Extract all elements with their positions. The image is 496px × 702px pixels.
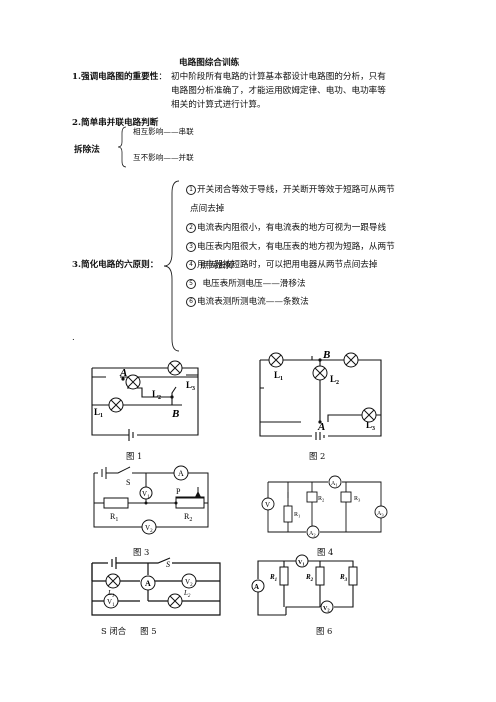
figure-1-circuit: A B L1 L2 L3 [91,360,199,441]
figure-3-caption: 图 3 [133,547,150,557]
section-2-brace [117,126,127,168]
resistor-r3-label: R3 [354,496,361,503]
stray-dot: . [72,333,75,343]
figure-2-circuit: B A L1 L2 L3 [259,349,382,440]
resistor-r2-label: R2 [305,573,314,583]
figure-1-caption: 图 1 [126,451,143,461]
node-b-label: B [171,408,179,420]
resistor-r1-label: R1 [110,512,118,523]
voltmeter-v2-label: V2 [145,524,153,534]
ammeter-label: A [178,469,184,478]
slider-p-label: P [176,487,181,496]
voltmeter-v1-label: V1 [298,560,305,567]
ammeter-label: A [254,583,259,591]
ammeter-a1-label: A1 [331,481,338,488]
node-a-label: A [317,421,325,433]
ammeter-a3-label: A3 [377,511,384,518]
section-2-heading: 2.简单串并联电路判断 [72,118,159,128]
lamp-l1-label: L1 [274,370,283,382]
lamp-l1-label: L1 [107,589,114,599]
removal-method-label: 拆除法 [74,145,100,155]
switch-s-label: S [126,478,130,487]
figure-6-circuit: A V1 V2 R1 R2 R3 [251,554,358,616]
figure-6-caption: 图 6 [316,626,333,636]
resistor-r2-label: R2 [318,496,324,503]
voltmeter-v2-label: V2 [185,578,193,588]
figure-4-circuit: A1 V A3 A2 R1 R2 R3 [261,475,388,539]
section-1-line-2: 电路图分析准确了，才能运用欧姆定律、电功、电功率等 [171,86,386,96]
section-1-line-3: 相关的计算式进行计算。 [171,100,266,110]
lamp-l3-label: L3 [366,420,375,432]
lamp-l1-label: L1 [94,407,103,419]
parallel-rule: 互不影响——并联 [133,153,194,162]
rule-1-cont: 点间去掉 [190,204,225,214]
figure-5-circuit: A V2 V1 S L1 L2 [91,557,221,616]
voltmeter-v1-label: V1 [142,490,150,500]
section-1-heading: 1.强调电路图的重要性： [72,72,167,82]
voltmeter-label: V [265,501,270,509]
figure-4-caption: 图 4 [317,547,334,557]
voltmeter-v2-label: V2 [323,606,330,613]
doc-title: 电路图综合训练 [179,58,240,68]
section-1-line-1: 初中阶段所有电路的计算基本都设计电路图的分析，只有 [171,72,386,82]
rule-3-cont: 点间去掉 [200,261,235,271]
voltmeter-v1-label: V1 [107,598,115,608]
lamp-l2-label: L2 [152,389,161,401]
lamp-l3-label: L3 [186,380,195,392]
node-b-label: B [322,349,330,361]
ammeter-a2-label: A2 [309,531,316,538]
rule-5: 5 电压表所测电压——滑移法 [186,279,306,290]
series-rule: 相互影响——串联 [133,127,194,136]
resistor-r1-label: R1 [294,512,300,519]
section-3-brace [163,180,180,352]
figure-3-circuit: A V1 V2 S P R1 R2 [93,465,209,535]
figure-5-caption: S 闭合图 5 [101,626,157,636]
lamp-l2-label: L2 [183,589,191,599]
switch-s-label: S [166,560,170,569]
section-3-heading: 3.简化电路的六原则： [72,260,159,270]
lamp-l2-label: L2 [330,374,339,386]
figure-2-caption: 图 2 [309,451,326,461]
ammeter-label: A [145,579,151,588]
node-a-label: A [119,367,127,379]
resistor-r2-label: R2 [184,512,192,523]
resistor-r3-label: R3 [339,573,348,583]
resistor-r1-label: R1 [269,573,277,583]
